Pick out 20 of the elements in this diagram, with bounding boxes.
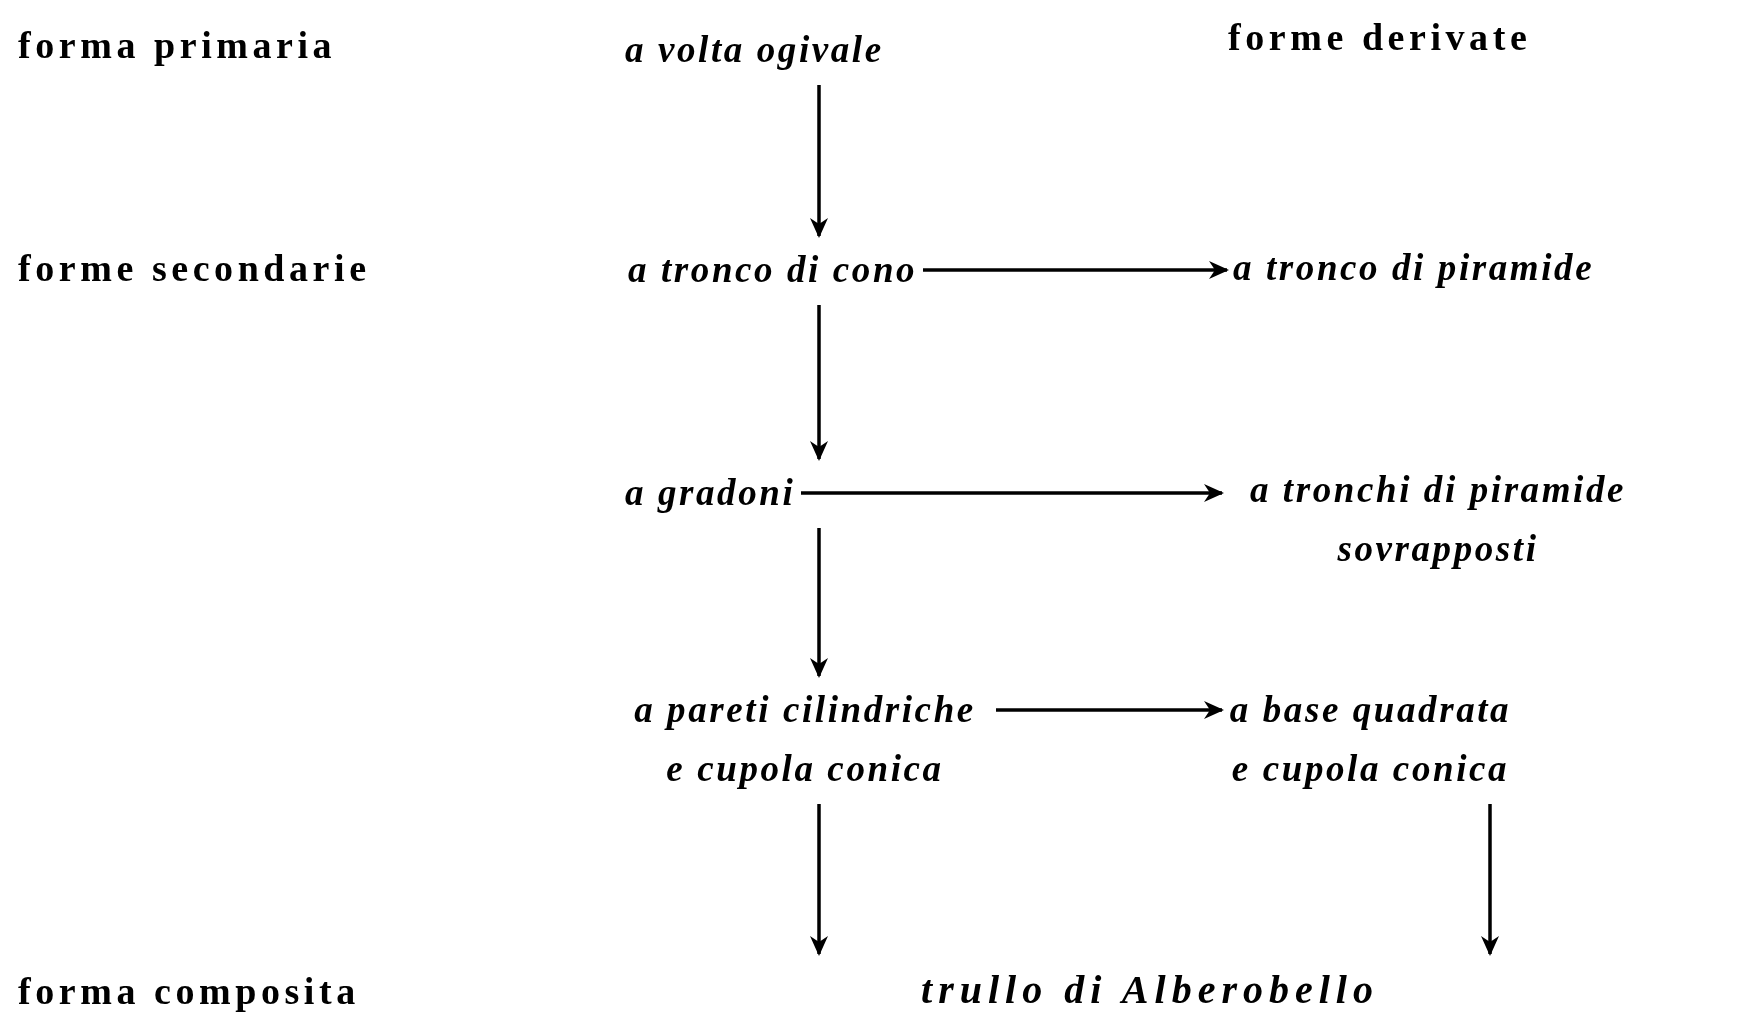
form-label: a tronco di cono bbox=[628, 240, 918, 300]
form-label: a base quadrata e cupola conica bbox=[1228, 680, 1513, 799]
arrow bbox=[810, 804, 828, 956]
form-label: a tronco di piramide bbox=[1233, 238, 1595, 298]
arrow bbox=[996, 701, 1224, 719]
row-heading: forme derivate bbox=[1228, 15, 1532, 60]
arrow bbox=[801, 484, 1224, 502]
arrow bbox=[810, 85, 828, 238]
arrow bbox=[810, 305, 828, 461]
form-label: a volta ogivale bbox=[625, 20, 884, 80]
arrow bbox=[1481, 804, 1499, 956]
row-heading: forma primaria bbox=[18, 23, 337, 68]
form-label: trullo di Alberobello bbox=[700, 958, 1600, 1022]
form-label: a gradoni bbox=[625, 463, 796, 523]
row-heading: forma composita bbox=[18, 969, 360, 1014]
arrow bbox=[810, 528, 828, 678]
arrow bbox=[923, 261, 1229, 279]
form-label: a tronchi di piramide sovrapposti bbox=[1228, 460, 1648, 579]
row-heading: forme secondarie bbox=[18, 246, 371, 291]
form-label: a pareti cilindriche e cupola conica bbox=[620, 680, 990, 799]
